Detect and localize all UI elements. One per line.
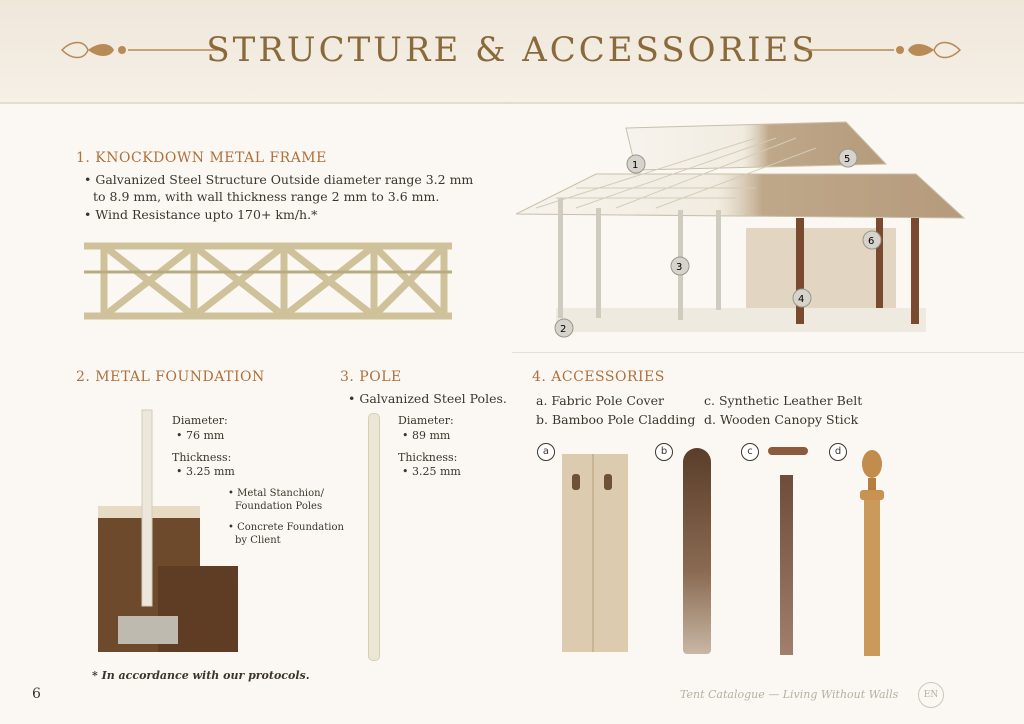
page-title: STRUCTURE & ACCESSORIES [206, 30, 818, 70]
label-stanchion: • Metal Stanchion/ Foundation Poles [228, 488, 324, 512]
right-ornament-icon [804, 41, 962, 59]
callout-4: 4 [798, 294, 804, 305]
wooden-canopy-stick-image [860, 450, 884, 656]
fabric-pole-cover-image [562, 454, 628, 652]
leather-belt-pole-image [780, 475, 793, 655]
foundation-thickness-label: Thickness: [172, 451, 232, 464]
callout-5: 5 [844, 154, 850, 165]
truss-frame-image [84, 242, 452, 320]
section-title-frame: 1. KNOCKDOWN METAL FRAME [76, 150, 327, 166]
pole-diameter-value: • 89 mm [402, 429, 451, 442]
foundation-thickness-value: • 3.25 mm [176, 465, 235, 478]
section-title-accessories: 4. ACCESSORIES [532, 369, 665, 385]
label-concrete: • Concrete Foundation by Client [228, 522, 344, 546]
pole-bullet: • Galvanized Steel Poles. [348, 391, 507, 406]
header-band [0, 0, 1024, 104]
pole-thickness-value: • 3.25 mm [402, 465, 461, 478]
foundation-image [98, 409, 238, 652]
badge-d: d [829, 443, 847, 461]
callout-1: 1 [632, 160, 638, 171]
accessory-d: d. Wooden Canopy Stick [704, 412, 859, 427]
pole-thickness-label: Thickness: [398, 451, 458, 464]
callout-3: 3 [676, 262, 682, 273]
badge-b: b [655, 443, 673, 461]
catalogue-footer: Tent Catalogue — Living Without Walls [680, 688, 899, 701]
page-number: 6 [32, 686, 41, 702]
pole-image [368, 413, 380, 661]
badge-a: a [537, 443, 555, 461]
callout-6: 6 [868, 236, 874, 247]
tent-structure-diagram: 1 2 3 4 5 6 [516, 121, 966, 338]
bamboo-cladding-image [683, 448, 711, 654]
section-title-pole: 3. POLE [340, 369, 402, 385]
bullet-structure: • Galvanized Steel Structure Outside dia… [84, 172, 474, 187]
section-title-foundation: 2. METAL FOUNDATION [76, 369, 265, 385]
accessory-a: a. Fabric Pole Cover [536, 393, 664, 408]
foundation-diameter-value: • 76 mm [176, 429, 225, 442]
pole-diameter-label: Diameter: [398, 414, 454, 427]
leather-belt-image [768, 447, 808, 455]
left-ornament-icon [60, 41, 218, 59]
badge-c: c [741, 443, 759, 461]
foundation-diameter-label: Diameter: [172, 414, 228, 427]
bullet-structure-cont: to 8.9 mm, with wall thickness range 2 m… [93, 189, 440, 204]
accessory-b: b. Bamboo Pole Cladding [536, 412, 696, 427]
accessory-c: c. Synthetic Leather Belt [704, 393, 863, 408]
logo-icon: EN [918, 682, 944, 708]
divider [512, 352, 1024, 353]
callout-2: 2 [560, 324, 566, 335]
protocol-note: * In accordance with our protocols. [92, 669, 310, 682]
bullet-wind: • Wind Resistance upto 170+ km/h.* [84, 207, 318, 222]
